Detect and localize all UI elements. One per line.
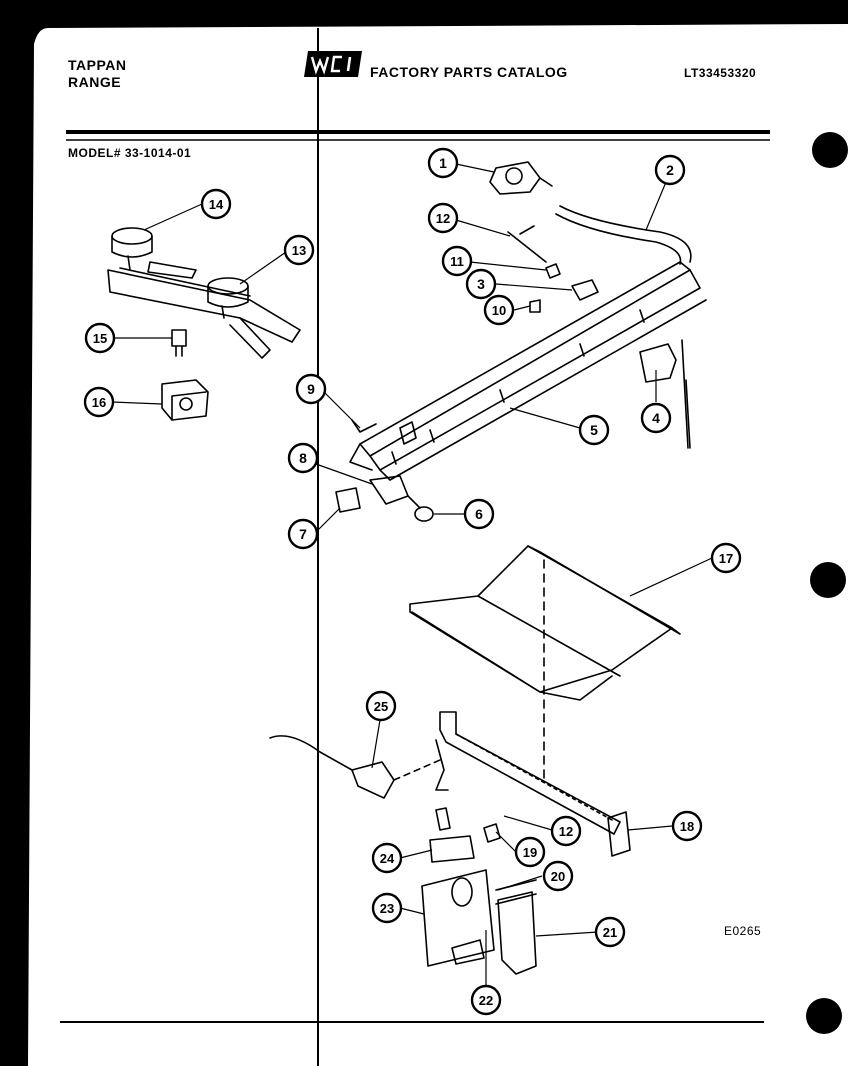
callout-balloons: 1 2 3 4 5 6 7 8 9 10 11 12 12 13 14 15 1… <box>83 147 742 1016</box>
svg-text:2: 2 <box>666 162 674 178</box>
orifice-part <box>571 279 599 301</box>
safety-valve-part <box>421 807 537 975</box>
svg-text:12: 12 <box>436 211 450 226</box>
callout-15: 15 <box>84 322 116 354</box>
catalog-title: FACTORY PARTS CATALOG <box>370 64 568 80</box>
svg-text:18: 18 <box>680 819 694 834</box>
callout-21: 21 <box>594 916 626 948</box>
callout-leaders <box>111 163 713 986</box>
callout-9: 9 <box>295 373 327 405</box>
callout-23: 23 <box>371 892 403 924</box>
svg-text:23: 23 <box>380 901 394 916</box>
svg-text:16: 16 <box>92 395 106 410</box>
svg-text:8: 8 <box>299 450 307 466</box>
brand-line-2: RANGE <box>68 74 122 90</box>
callout-10: 10 <box>483 294 515 326</box>
callout-13: 13 <box>283 234 315 266</box>
svg-text:6: 6 <box>475 506 483 522</box>
callout-6: 6 <box>463 498 495 530</box>
callout-1: 1 <box>427 147 459 179</box>
wci-logo <box>304 51 362 77</box>
svg-text:24: 24 <box>380 851 395 866</box>
svg-text:7: 7 <box>299 526 307 542</box>
manifold-assembly <box>349 205 707 481</box>
callout-3: 3 <box>465 268 497 300</box>
callout-22: 22 <box>470 984 502 1016</box>
igniter-part <box>171 329 187 357</box>
callout-11: 11 <box>441 245 473 277</box>
svg-text:25: 25 <box>374 699 388 714</box>
callout-2: 2 <box>654 154 686 186</box>
regulator-part <box>489 161 553 195</box>
svg-text:12: 12 <box>559 824 573 839</box>
callout-20: 20 <box>542 860 574 892</box>
svg-text:22: 22 <box>479 993 493 1008</box>
top-burner-assembly <box>107 227 301 359</box>
svg-text:21: 21 <box>603 925 617 940</box>
oven-burner-part <box>435 711 631 857</box>
callout-12b: 12 <box>550 815 582 847</box>
callout-16: 16 <box>83 386 115 418</box>
callout-17: 17 <box>710 542 742 574</box>
thermostat-part <box>639 339 691 449</box>
callout-7: 7 <box>287 518 319 550</box>
paper-sheet <box>28 24 848 1066</box>
oven-valve-part <box>335 419 434 522</box>
callout-25: 25 <box>365 690 397 722</box>
igniter-part-25 <box>269 735 441 799</box>
catalog-number: LT33453320 <box>684 66 757 80</box>
svg-text:15: 15 <box>93 331 107 346</box>
callout-18: 18 <box>671 810 703 842</box>
clip-part <box>529 299 541 313</box>
callout-24: 24 <box>371 842 403 874</box>
diagram-code: E0265 <box>724 924 762 938</box>
callout-4: 4 <box>640 402 672 434</box>
pin-part <box>507 231 547 263</box>
svg-text:11: 11 <box>450 254 464 269</box>
svg-text:1: 1 <box>439 155 447 171</box>
callout-12c-label: 12 <box>0 0 2 1</box>
brand-line-1: TAPPAN <box>68 57 127 73</box>
spud-part <box>545 263 561 279</box>
callout-19: 19 <box>514 836 546 868</box>
svg-text:20: 20 <box>551 869 565 884</box>
binder-hole <box>810 562 846 598</box>
model-number: MODEL# 33-1014-01 <box>68 146 192 160</box>
binder-hole <box>806 998 842 1034</box>
svg-text:4: 4 <box>652 410 660 426</box>
oven-burner-shield <box>409 545 681 781</box>
callout-5: 5 <box>578 414 610 446</box>
svg-text:5: 5 <box>590 422 598 438</box>
svg-text:17: 17 <box>719 551 733 566</box>
callout-12a: 12 <box>427 202 459 234</box>
binder-hole <box>812 132 848 168</box>
burner-valve-part <box>161 379 209 421</box>
svg-text:9: 9 <box>307 381 315 397</box>
svg-text:3: 3 <box>477 276 485 292</box>
callout-14: 14 <box>200 188 232 220</box>
svg-text:14: 14 <box>209 197 224 212</box>
svg-text:19: 19 <box>523 845 537 860</box>
svg-text:12: 12 <box>0 0 2 1</box>
svg-text:10: 10 <box>492 303 506 318</box>
svg-text:13: 13 <box>292 243 306 258</box>
callout-8: 8 <box>287 442 319 474</box>
